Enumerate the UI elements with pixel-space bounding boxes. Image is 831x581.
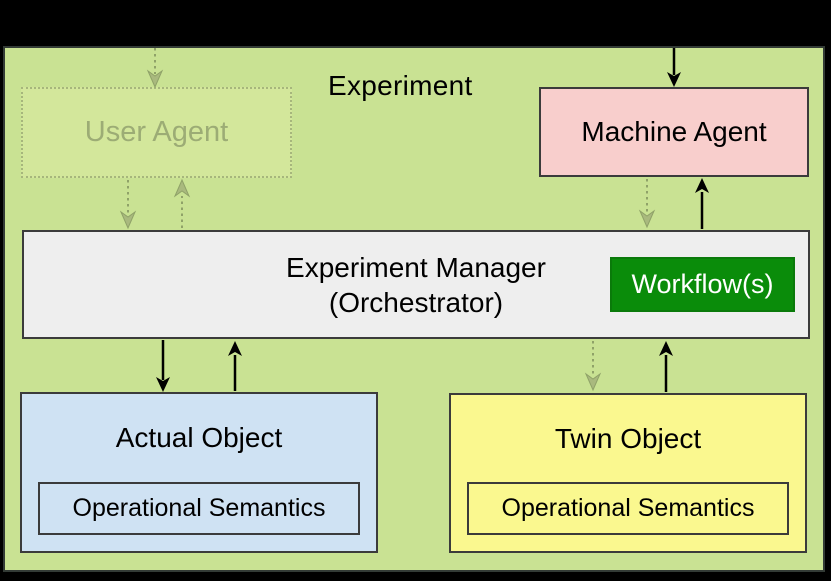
actual-object-box: Actual Object Operational Semantics [20, 392, 378, 553]
user-agent-box: User Agent [21, 87, 292, 178]
twin-object-box: Twin Object Operational Semantics [449, 393, 807, 553]
experiment-manager-label: Experiment Manager (Orchestrator) [24, 232, 808, 337]
machine-agent-box: Machine Agent [539, 87, 809, 177]
workflow-label: Workflow(s) [631, 269, 774, 299]
user-agent-label: User Agent [84, 116, 229, 148]
twin-object-label: Twin Object [554, 422, 702, 454]
twin-operational-semantics-box: Operational Semantics [467, 482, 789, 535]
machine-agent-label: Machine Agent [581, 116, 767, 147]
experiment-container-label: Experiment [328, 70, 473, 101]
actual-operational-semantics-box: Operational Semantics [38, 482, 360, 535]
experiment-manager-label-line1: Experiment Manager [286, 251, 546, 283]
workflow-box: Workflow(s) [610, 257, 795, 312]
experiment-manager-label-line2: (Orchestrator) [328, 286, 504, 318]
actual-object-label: Actual Object [115, 422, 283, 453]
experiment-manager-box: Experiment Manager (Orchestrator) Workfl… [22, 230, 810, 339]
